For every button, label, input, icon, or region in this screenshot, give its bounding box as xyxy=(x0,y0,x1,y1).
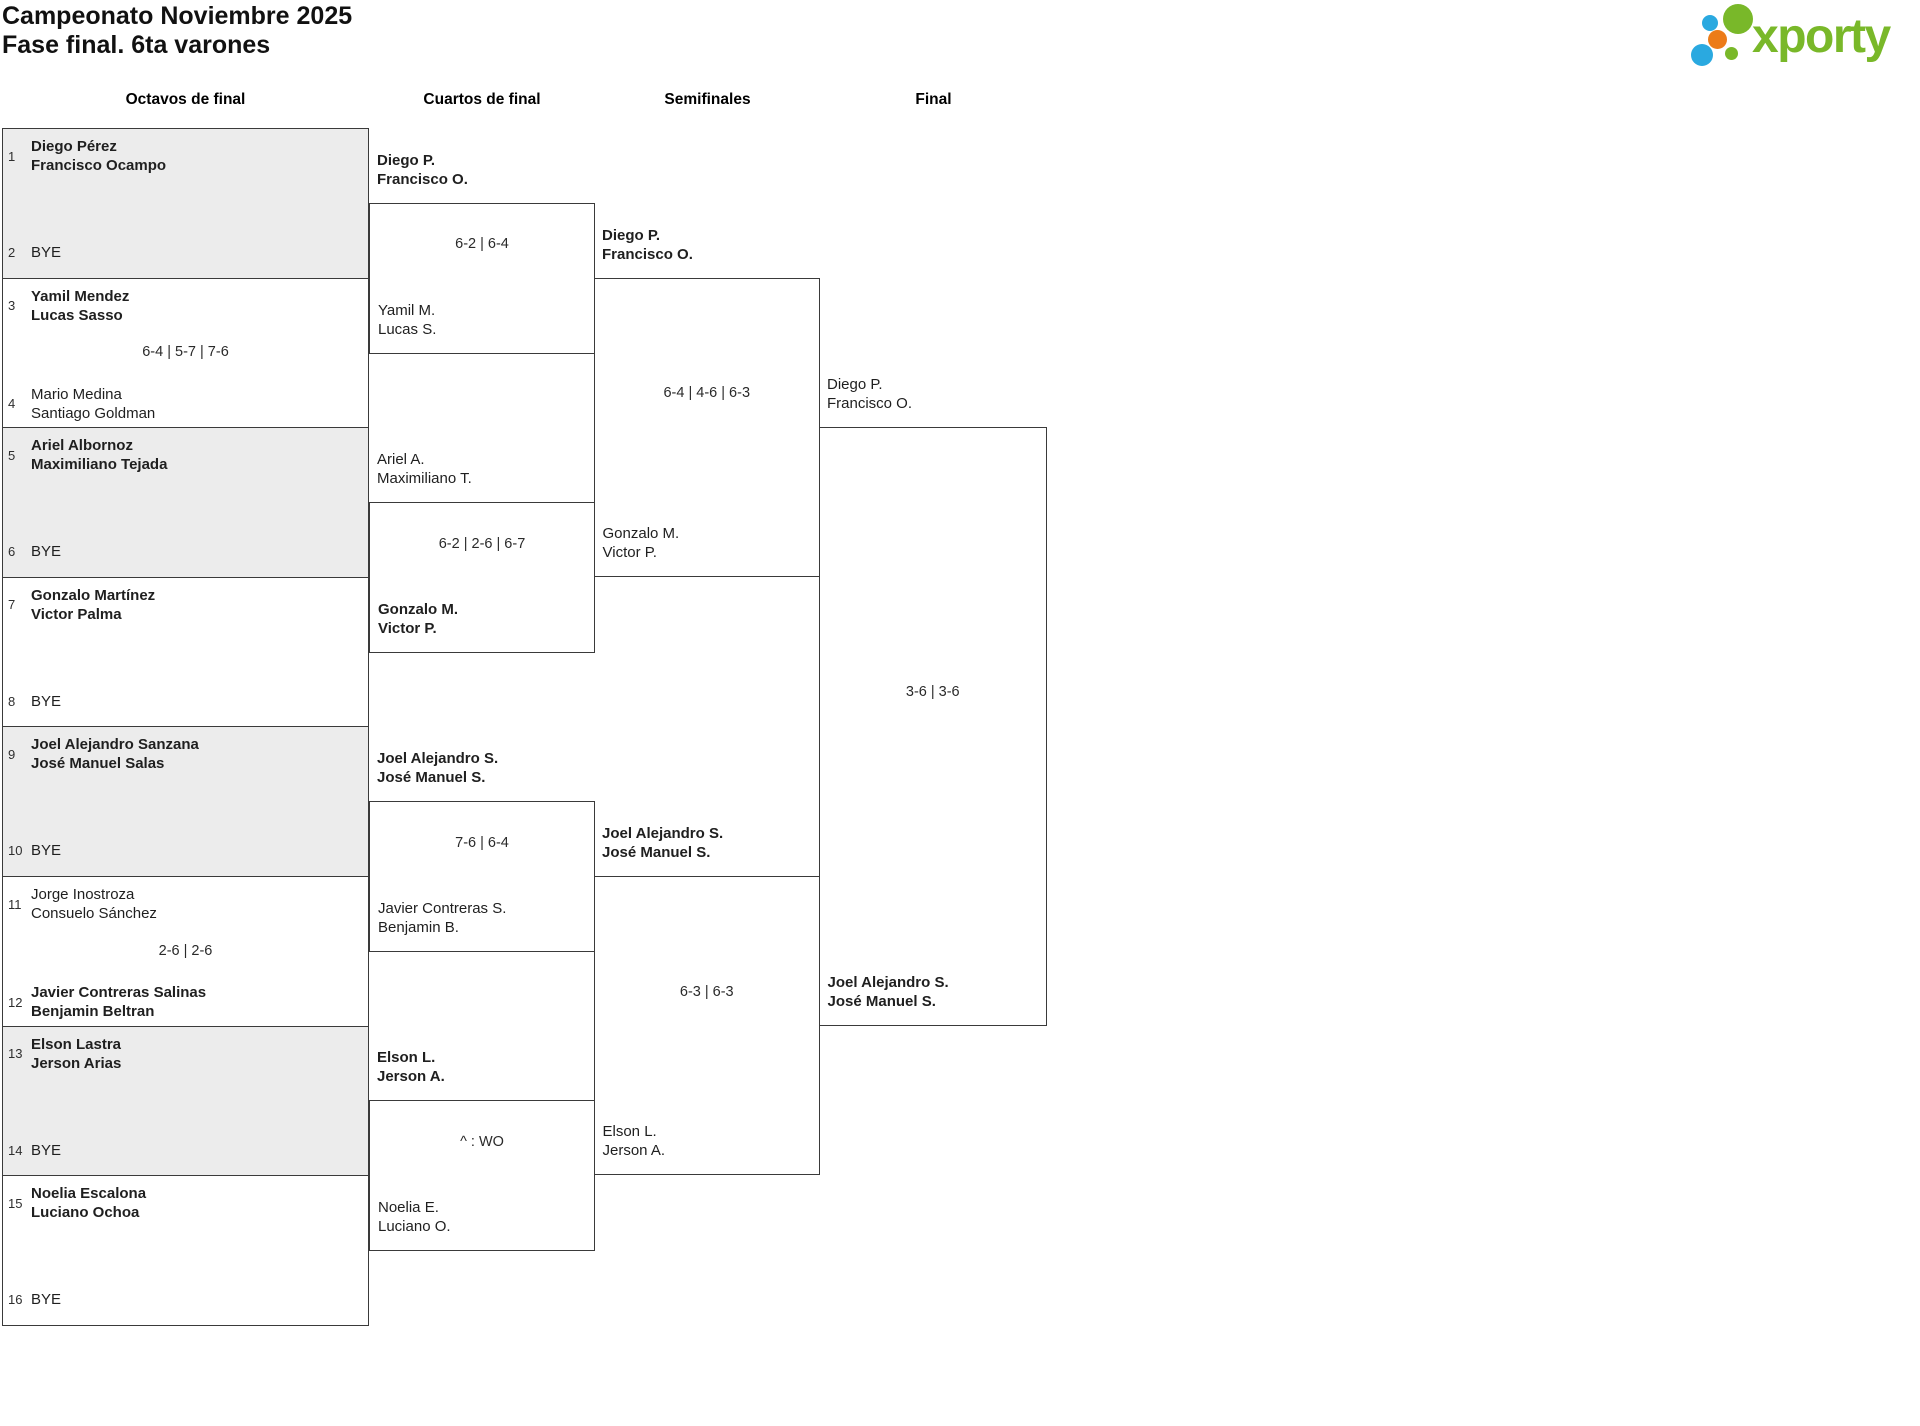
match-box-semifinal-1[interactable]: 6-4 | 4-6 | 6-3 Gonzalo M.Victor P. xyxy=(593,277,820,577)
team-names: BYE xyxy=(31,244,62,262)
round-header-octavos: Octavos de final xyxy=(125,91,246,108)
advancing-team-semifinal-2: Joel Alejandro S.José Manuel S. xyxy=(602,825,724,862)
match-score: 7-6 | 6-4 xyxy=(455,834,509,851)
team-names: BYE xyxy=(31,1141,62,1159)
match-box-cuartos-3[interactable]: 7-6 | 6-4 Javier Contreras S.Benjamin B. xyxy=(369,801,595,953)
team-row: 16 BYE xyxy=(7,1290,362,1309)
team-names: BYE xyxy=(31,543,62,561)
team-row: 8 BYE xyxy=(7,692,362,711)
seed-number: 10 xyxy=(8,843,23,859)
team-row: 6 BYE xyxy=(7,542,362,561)
match-score: ^ : WO xyxy=(460,1133,504,1150)
team-names: Joel Alejandro S.José Manuel S. xyxy=(827,973,949,1010)
match-box-final[interactable]: 3-6 | 3-6 Joel Alejandro S.José Manuel S… xyxy=(818,427,1047,1026)
round-header-cuartos: Cuartos de final xyxy=(423,91,541,108)
match-score: 6-2 | 2-6 | 6-7 xyxy=(438,535,526,552)
seed-number: 5 xyxy=(8,447,16,463)
seed-number: 12 xyxy=(8,994,23,1010)
seed-number: 8 xyxy=(8,693,16,709)
match-score: 6-4 | 5-7 | 7-6 xyxy=(142,344,229,361)
match-box-cuartos-4[interactable]: ^ : WO Noelia E.Luciano O. xyxy=(369,1100,595,1252)
match-score: 2-6 | 2-6 xyxy=(158,942,213,959)
advancing-team-cuartos-2: Ariel A.Maximiliano T. xyxy=(377,451,472,487)
seed-number: 9 xyxy=(8,746,16,762)
team-names: Yamil M.Lucas S. xyxy=(378,301,437,338)
match-box-cuartos-1[interactable]: 6-2 | 6-4 Yamil M.Lucas S. xyxy=(369,202,595,354)
team-row: 14 BYE xyxy=(7,1141,362,1160)
match-box-cuartos-2[interactable]: 6-2 | 2-6 | 6-7 Gonzalo M.Victor P. xyxy=(369,502,595,654)
team-names: Elson L.Jerson A. xyxy=(602,1123,666,1160)
seed-number: 13 xyxy=(8,1046,23,1062)
tournament-name: Campeonato Noviembre 2025 xyxy=(2,2,353,30)
seed-number: 15 xyxy=(8,1195,23,1211)
advancing-team-cuartos-3: Joel Alejandro S.José Manuel S. xyxy=(377,750,499,787)
team-names: Gonzalo M.Victor P. xyxy=(378,601,458,638)
advancing-team-cuartos-4: Elson L.Jerson A. xyxy=(377,1049,445,1086)
match-score: 6-4 | 4-6 | 6-3 xyxy=(663,385,751,402)
advancing-team-final-top: Diego P.Francisco O. xyxy=(827,376,913,413)
team-names: BYE xyxy=(31,692,62,710)
seed-number: 2 xyxy=(8,245,16,261)
seed-number: 7 xyxy=(8,597,16,613)
match-box-semifinal-2[interactable]: 6-3 | 6-3 Elson L.Jerson A. xyxy=(593,876,820,1176)
seed-number: 4 xyxy=(8,396,16,412)
team-names: Javier Contreras S.Benjamin B. xyxy=(378,900,507,937)
round-header-semifinales: Semifinales xyxy=(664,91,751,108)
seed-number: 14 xyxy=(8,1142,23,1158)
advancing-team-cuartos-1: Diego P.Francisco O. xyxy=(377,151,468,188)
seed-number: 1 xyxy=(8,148,16,164)
page-title: Campeonato Noviembre 2025 Fase final. 6t… xyxy=(2,2,352,60)
team-row: 2 BYE xyxy=(7,243,362,262)
team-names: Gonzalo M.Victor P. xyxy=(602,524,680,561)
logo-dot-orange-icon xyxy=(1708,30,1727,49)
seed-number: 11 xyxy=(8,896,22,912)
match-score: 3-6 | 3-6 xyxy=(905,684,960,701)
logo-wordmark: xporty xyxy=(1752,10,1891,63)
logo-dot-green-big-icon xyxy=(1723,4,1753,34)
match-score: 6-3 | 6-3 xyxy=(679,983,734,1000)
match-score: 6-2 | 6-4 xyxy=(455,236,509,253)
advancing-team-semifinal-1: Diego P.Francisco O. xyxy=(602,226,693,263)
team-names: BYE xyxy=(31,1291,62,1309)
round-header-final: Final xyxy=(915,91,952,108)
seed-number: 6 xyxy=(8,544,16,560)
phase-category: Fase final. 6ta varones xyxy=(2,31,271,59)
seed-number: 16 xyxy=(8,1292,23,1308)
seed-number: 3 xyxy=(8,298,16,314)
team-names: BYE xyxy=(31,842,62,860)
logo-dot-blue-big-icon xyxy=(1691,44,1713,66)
logo-dot-blue-small-icon xyxy=(1702,15,1718,31)
team-names: Noelia E.Luciano O. xyxy=(378,1199,451,1236)
team-row: 10 BYE xyxy=(7,841,362,860)
logo-dot-green-small-icon xyxy=(1725,47,1738,60)
